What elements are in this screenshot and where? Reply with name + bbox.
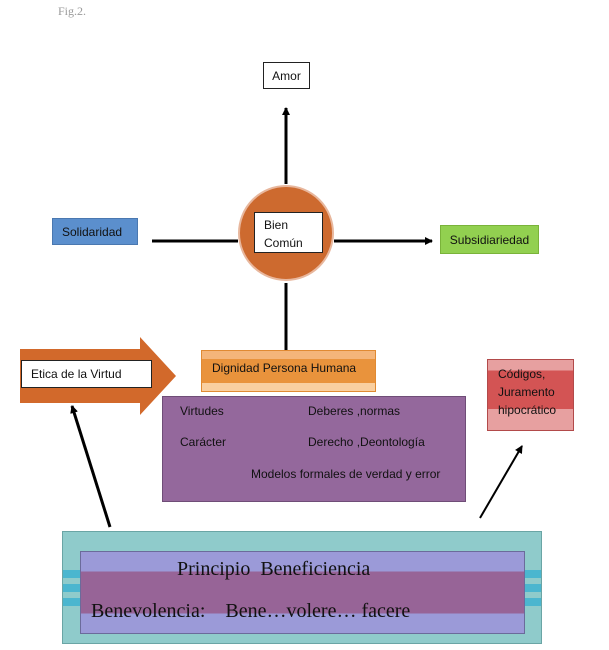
virtudes-label: Virtudes [180,404,224,418]
solidaridad-label: Solidaridad [62,224,123,239]
principio-subtitle: Benevolencia: Bene…volere… facere [91,600,411,622]
modelos-label: Modelos formales de verdad y error [251,467,441,481]
codigos-line2: Juramento [498,385,555,399]
deberes-label: Deberes ,normas [308,404,401,418]
values-panel: Virtudes Deberes ,normas Carácter Derech… [162,396,466,502]
dignidad-node: Dignidad Persona Humana [201,350,376,392]
arrow-to-codigos [479,445,523,519]
arrow-to-etica-virtud [70,405,112,528]
caracter-label: Carácter [180,435,227,449]
subsidiariedad-node: Subsidiariedad [440,225,539,254]
codigos-text: Códigos, Juramento hipocrático [498,365,570,419]
etica-virtud-node: Etica de la Virtud [21,360,152,388]
amor-node: Amor [263,62,310,89]
bien-comun-label-line1: Bien [264,218,289,232]
solidaridad-node: Solidaridad [52,218,138,245]
codigos-node: Códigos, Juramento hipocrático [487,359,574,431]
codigos-line1: Códigos, [498,367,546,381]
amor-label: Amor [272,68,301,83]
codigos-line3: hipocrático [498,403,557,417]
subsidiariedad-label: Subsidiariedad [449,232,530,247]
bien-comun-label-line2: Común [264,236,303,250]
principio-inner-band: Principio Beneficiencia Benevolencia: Be… [80,551,525,634]
dignidad-label: Dignidad Persona Humana [212,361,357,375]
bien-comun-node: Bien Común [254,212,323,253]
figure-caption: Fig.2. [58,4,87,18]
etica-virtud-label: Etica de la Virtud [31,367,122,381]
derecho-label: Derecho ,Deontología [308,435,425,449]
principio-title: Principio Beneficiencia [177,558,371,580]
